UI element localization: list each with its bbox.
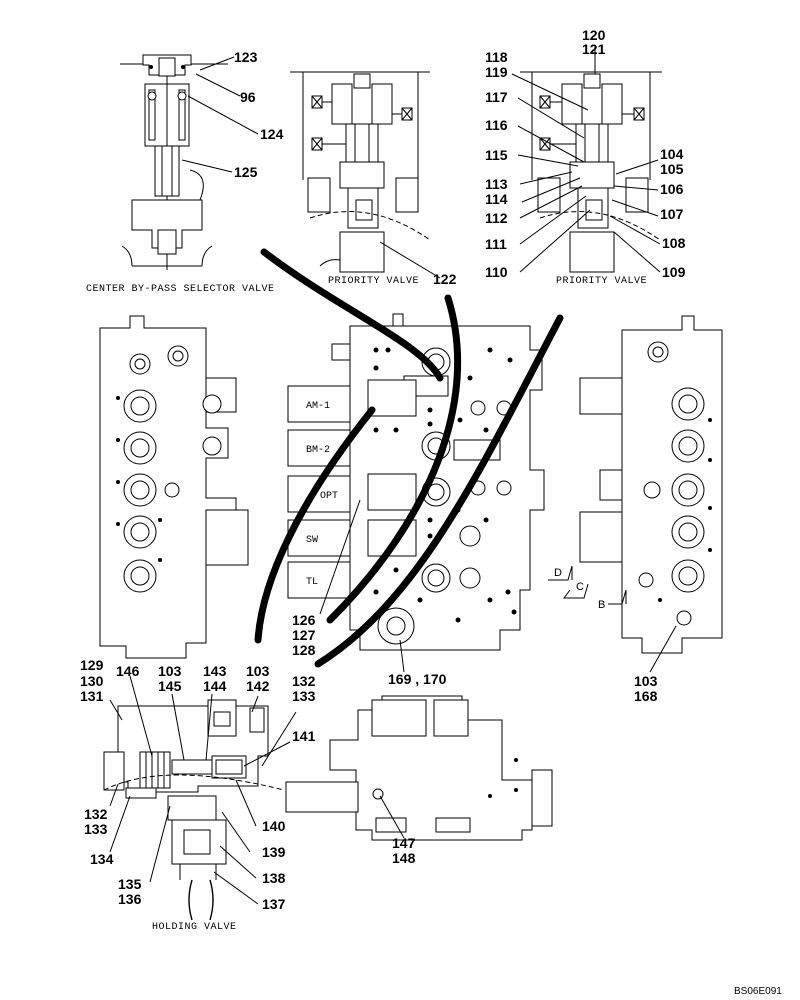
priority-valve-right-drawing (520, 71, 662, 273)
part-label-128: 128 (292, 642, 316, 658)
part-label-129: 129 (80, 657, 104, 673)
leader-lines (109, 45, 677, 905)
caption-holding-valve: HOLDING VALVE (152, 922, 237, 933)
part-label-144: 144 (203, 678, 227, 694)
view-reference-markers (548, 565, 627, 605)
holding-valve-drawing (103, 699, 285, 921)
center-bypass-selector-valve-drawing (120, 54, 228, 270)
valve-block-bottom-view (285, 695, 553, 841)
part-label-123: 123 (234, 49, 258, 65)
priority-valve-left-drawing (290, 71, 431, 273)
part-label-132-a: 132 (292, 673, 316, 689)
part-label-147: 147 (392, 835, 416, 851)
part-label-135: 135 (118, 876, 142, 892)
part-label-133-b: 133 (84, 821, 108, 837)
caption-center-bypass-selector-valve: CENTER BY-PASS SELECTOR VALVE (86, 284, 275, 295)
part-label-139: 139 (262, 844, 286, 860)
part-label-120: 120 (582, 27, 606, 43)
part-label-108: 108 (662, 235, 686, 251)
part-label-106: 106 (660, 181, 684, 197)
part-label-137: 137 (262, 896, 286, 912)
part-label-133-a: 133 (292, 688, 316, 704)
part-label-148: 148 (392, 850, 416, 866)
part-label-130: 130 (80, 673, 104, 689)
solenoid-label-opt: OPT (320, 491, 338, 502)
part-label-121: 121 (582, 41, 606, 57)
part-label-134: 134 (90, 851, 114, 867)
part-label-124: 124 (260, 126, 284, 142)
part-label-126: 126 (292, 612, 316, 628)
part-label-118: 118 (485, 49, 508, 65)
part-label-140: 140 (262, 818, 286, 834)
valve-block-left-side-view (99, 315, 249, 659)
part-label-146: 146 (116, 663, 140, 679)
part-label-143: 143 (203, 663, 227, 679)
part-label-110: 110 (485, 264, 508, 280)
part-label-103-a: 103 (158, 663, 182, 679)
view-ref-b: B (598, 599, 605, 611)
part-label-131: 131 (80, 688, 104, 704)
part-label-142: 142 (246, 678, 270, 694)
caption-priority-valve-left: PRIORITY VALVE (328, 276, 419, 287)
valve-block-right-side-view (579, 315, 723, 654)
part-label-115: 115 (485, 147, 508, 163)
part-label-113: 113 (485, 176, 508, 192)
part-label-104: 104 (660, 146, 684, 162)
part-label-117: 117 (485, 89, 508, 105)
part-label-168: 168 (634, 688, 658, 704)
part-label-96: 96 (240, 89, 256, 105)
solenoid-label-sw: SW (306, 535, 318, 546)
part-label-119: 119 (485, 64, 508, 80)
part-label-114: 114 (485, 191, 508, 207)
part-label-109: 109 (662, 264, 686, 280)
solenoid-label-tl: TL (306, 577, 318, 588)
part-label-141: 141 (292, 728, 316, 744)
part-label-127: 127 (292, 627, 316, 643)
solenoid-label-am1: AM-1 (306, 401, 330, 412)
part-label-107: 107 (660, 206, 684, 222)
part-label-136: 136 (118, 891, 142, 907)
part-label-138: 138 (262, 870, 286, 886)
view-ref-d: D (554, 567, 562, 579)
part-label-105: 105 (660, 161, 684, 177)
caption-priority-valve-right: PRIORITY VALVE (556, 276, 647, 287)
part-label-111: 111 (485, 236, 507, 252)
part-label-145: 145 (158, 678, 182, 694)
reference-curves (254, 248, 564, 668)
part-label-125: 125 (234, 164, 258, 180)
part-label-132-b: 132 (84, 806, 108, 822)
part-label-122: 122 (433, 271, 457, 287)
view-ref-c: C (576, 581, 584, 593)
part-label-103-right: 103 (634, 673, 658, 689)
part-label-103-b: 103 (246, 663, 270, 679)
valve-block-front-view (287, 313, 545, 651)
solenoid-label-bm2: BM-2 (306, 445, 330, 456)
part-label-116: 116 (485, 117, 508, 133)
part-label-169-170: 169 , 170 (388, 671, 447, 687)
part-label-112: 112 (485, 210, 508, 226)
drawing-code: BS06E091 (734, 986, 782, 997)
